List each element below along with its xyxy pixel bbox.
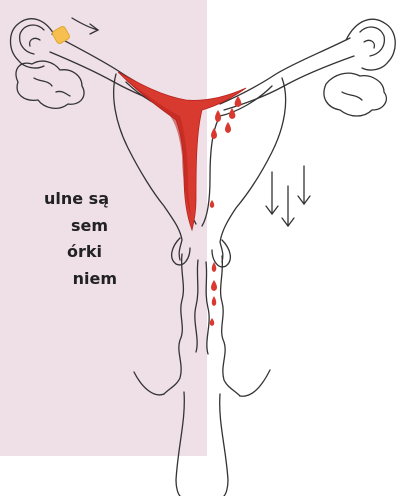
down-arrows-icon [266, 166, 310, 226]
vagina-left [134, 372, 184, 496]
cervix-right-edge [221, 256, 240, 396]
uterus-right-wall [220, 78, 286, 262]
curved-arrow-icon [72, 18, 98, 34]
left-fallopian-tube [52, 34, 178, 102]
vagina-right [220, 370, 270, 496]
cervix-left-edge [164, 254, 183, 394]
blood-drop-icon [210, 96, 242, 326]
left-fimbriae [11, 19, 57, 68]
right-ovary [324, 73, 386, 116]
